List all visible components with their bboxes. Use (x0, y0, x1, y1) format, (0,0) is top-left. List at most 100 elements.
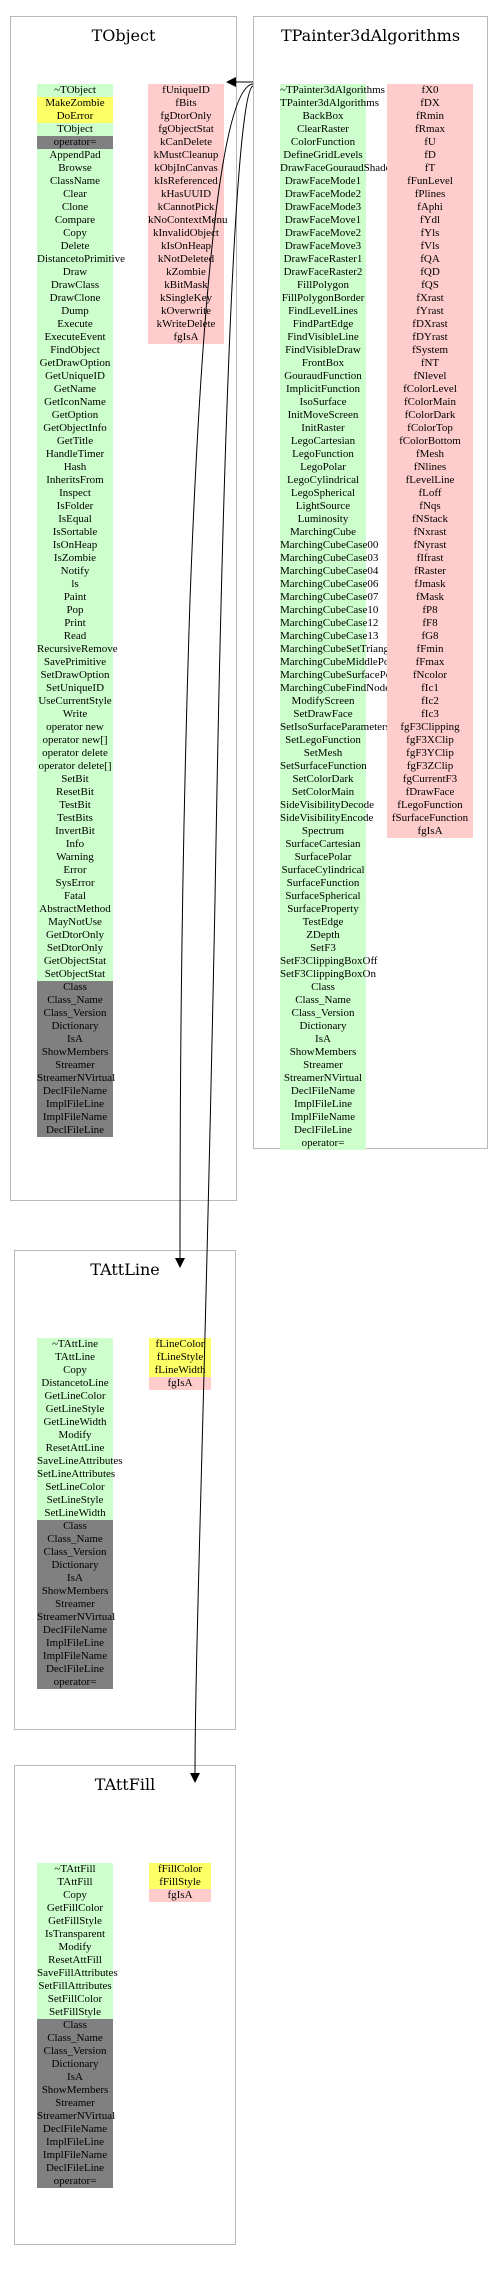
method-tpainter: StreamerNVirtual (280, 1072, 366, 1085)
member-tobject: fgIsA (148, 331, 224, 344)
member-tpainter: fG8 (387, 630, 473, 643)
method-tpainter: SurfaceProperty (280, 903, 366, 916)
method-tattline: Class_Name (37, 1533, 113, 1546)
method-tpainter: FindVisibleDraw (280, 344, 366, 357)
member-tpainter: fMask (387, 591, 473, 604)
member-tpainter: fRmin (387, 110, 473, 123)
method-tpainter: IsA (280, 1033, 366, 1046)
member-tobject: kZombie (148, 266, 224, 279)
method-tattline: SaveLineAttributes (37, 1455, 123, 1468)
method-tobject: SetObjectStat (37, 968, 113, 981)
method-tobject: GetObjectStat (37, 955, 113, 968)
method-tpainter: SetF3ClippingBoxOff (280, 955, 378, 968)
method-tobject: Notify (37, 565, 113, 578)
method-tpainter: SetColorMain (280, 786, 366, 799)
method-tpainter: operator= (280, 1137, 366, 1150)
method-tobject: Read (37, 630, 113, 643)
method-tpainter: ColorFunction (280, 136, 366, 149)
method-tpainter: DrawFaceMode1 (280, 175, 366, 188)
member-tobject: kBitMask (148, 279, 224, 292)
member-tpainter: fgCurrentF3 (387, 773, 473, 786)
member-tobject: kNotDeleted (148, 253, 224, 266)
member-tpainter: fIc1 (387, 682, 473, 695)
member-tobject: fUniqueID (148, 84, 224, 97)
member-tpainter: fQD (387, 266, 473, 279)
method-tpainter: LegoSpherical (280, 487, 366, 500)
member-tpainter: fIc2 (387, 695, 473, 708)
method-tattfill: Modify (37, 1941, 113, 1954)
method-tattline: ~TAttLine (37, 1338, 113, 1351)
method-tpainter: InitRaster (280, 422, 366, 435)
member-tpainter: fColorDark (387, 409, 473, 422)
method-tpainter: MarchingCubeCase10 (280, 604, 379, 617)
method-tattfill: Class_Name (37, 2032, 113, 2045)
member-tpainter: fXrast (387, 292, 473, 305)
method-tpainter: DrawFaceMode2 (280, 188, 366, 201)
method-tattline: StreamerNVirtual (37, 1611, 116, 1624)
method-tattfill: SetFillStyle (37, 2006, 113, 2019)
method-tobject: GetDtorOnly (37, 929, 113, 942)
method-tobject: SavePrimitive (37, 656, 113, 669)
method-tpainter: Streamer (280, 1059, 366, 1072)
member-tpainter: fgF3YClip (387, 747, 473, 760)
method-tobject: ~TObject (37, 84, 113, 97)
method-tpainter: LegoCartesian (280, 435, 366, 448)
member-tobject: fgObjectStat (148, 123, 224, 136)
method-tobject: Class_Version (37, 1007, 113, 1020)
method-tobject: IsFolder (37, 500, 113, 513)
member-tpainter: fDXrast (387, 318, 473, 331)
method-tpainter: DrawFaceMove3 (280, 240, 366, 253)
method-tattfill: ResetAttFill (37, 1954, 113, 1967)
method-tobject: GetObjectInfo (37, 422, 113, 435)
method-tattfill: Dictionary (37, 2058, 113, 2071)
method-tobject: DoError (37, 110, 113, 123)
member-tobject: kIsReferenced (148, 175, 224, 188)
member-tobject: kInvalidObject (148, 227, 224, 240)
member-tpainter: fLoff (387, 487, 473, 500)
member-tpainter: fU (387, 136, 473, 149)
method-tobject: Dictionary (37, 1020, 113, 1033)
method-tattline: DistancetoLine (37, 1377, 113, 1390)
member-tpainter: fIc3 (387, 708, 473, 721)
method-tpainter: SetDrawFace (280, 708, 366, 721)
method-tattline: ShowMembers (37, 1585, 113, 1598)
member-tpainter: fColorMain (387, 396, 473, 409)
method-tattline: GetLineWidth (37, 1416, 113, 1429)
member-tpainter: fLegoFunction (387, 799, 473, 812)
member-tpainter: fAphi (387, 201, 473, 214)
method-tpainter: FillPolygonBorder (280, 292, 366, 305)
method-tobject: SetDtorOnly (37, 942, 113, 955)
arrow-head-tobject (226, 77, 236, 87)
member-tpainter: fgF3ZClip (387, 760, 473, 773)
method-tpainter: DeclFileLine (280, 1124, 366, 1137)
member-tpainter: fNqs (387, 500, 473, 513)
method-tpainter: MarchingCubeCase03 (280, 552, 379, 565)
method-tpainter: LegoCylindrical (280, 474, 366, 487)
method-tobject: ShowMembers (37, 1046, 113, 1059)
method-tattfill: ShowMembers (37, 2084, 113, 2097)
method-tobject: Warning (37, 851, 113, 864)
member-tattfill: fFillStyle (149, 1876, 211, 1889)
method-tpainter: TPainter3dAlgorithms (280, 97, 379, 110)
method-tpainter: SurfaceSpherical (280, 890, 366, 903)
member-tpainter: fDrawFace (387, 786, 473, 799)
arrow-head-tattline (175, 1258, 185, 1268)
member-tpainter: fColorBottom (387, 435, 473, 448)
member-tobject: kObjInCanvas (148, 162, 224, 175)
method-tattline: ImplFileLine (37, 1637, 113, 1650)
member-tpainter: fMesh (387, 448, 473, 461)
method-tpainter: ImplicitFunction (280, 383, 366, 396)
member-tpainter: fNT (387, 357, 473, 370)
method-tpainter: DrawFaceRaster2 (280, 266, 366, 279)
method-tpainter: MarchingCubeCase04 (280, 565, 379, 578)
method-tobject: Fatal (37, 890, 113, 903)
member-tobject: kMustCleanup (148, 149, 224, 162)
member-tobject: fBits (148, 97, 224, 110)
method-tobject: Delete (37, 240, 113, 253)
method-tpainter: LegoFunction (280, 448, 366, 461)
method-tobject: GetUniqueID (37, 370, 113, 383)
